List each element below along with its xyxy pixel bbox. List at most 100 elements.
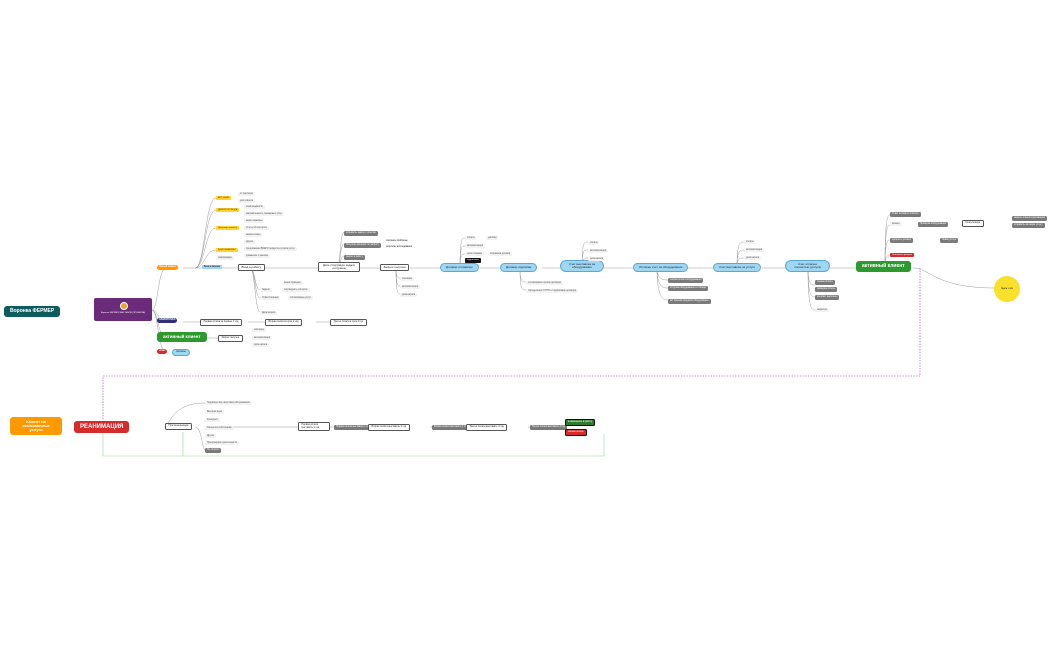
request2-item-1: автоматизация [252, 336, 273, 341]
active-sub-0: закрыть клиента (архивация) [1012, 216, 1048, 221]
contract-right-0: договор [486, 236, 499, 241]
reason-item-1: Высокая цена [205, 410, 224, 415]
tag-purpose: АГРОНОМ [216, 196, 231, 201]
active-client-node[interactable]: активный клиент [856, 261, 911, 272]
request-received-2-node[interactable]: Запрос получен [218, 335, 243, 342]
paid-item-1: отгрузка оборудования со склада [668, 286, 708, 291]
request-item-1: автоматизация [400, 285, 421, 290]
contract-item-0: оплата [465, 236, 477, 241]
active-item-6: Плановая проверка [890, 253, 915, 258]
entered-node[interactable]: Вход в работу [238, 264, 265, 272]
third-reanim-node[interactable]: Третья оплата выставить 3 год [466, 424, 508, 431]
contract-right-1: отправлен договор [488, 252, 513, 257]
refusal-note-node[interactable]: причины [172, 349, 190, 356]
active-item-4: продлить договор [890, 238, 914, 243]
reason-item-6: Не оплатил [205, 448, 222, 453]
start-sub-0: описание проблемы [386, 240, 408, 242]
invoice-item-1: автоматизация [588, 249, 609, 254]
service-item-2: дата начала [744, 256, 762, 261]
contract-item-1: автоматизация [465, 244, 486, 249]
full-item-3: закрытие [815, 308, 829, 313]
full-item-2: контракт выполнен [815, 295, 840, 300]
new-client-node[interactable]: Новый клиент [157, 265, 178, 270]
entered-item-1: Ответственный [260, 296, 281, 301]
start-item-1: Получено решение по запросу [344, 243, 381, 248]
reason-item-5: Прекращение деятельности [205, 441, 240, 446]
client-title[interactable]: Клиент на оказываемые услуги [10, 417, 62, 435]
invoice-item-0: оплата [588, 241, 600, 246]
paid-item-2: акт приема-передачи оборудования [668, 299, 711, 304]
request-received-node[interactable]: Запрос получен [380, 264, 410, 272]
second-reanim-node[interactable]: Вторая оплата выставить 2 год [368, 424, 410, 431]
funnel-title[interactable]: Воронка ФЕРМЕР [4, 306, 61, 317]
contract-signed-node[interactable]: Договор подписан [500, 263, 538, 272]
active-item-5: Новая услуга [940, 238, 959, 243]
logo-icon [120, 302, 128, 310]
active-item-1: Ремонт [890, 222, 902, 227]
service-item-0: оплата [744, 240, 756, 245]
invoice-item-2: дата начала [588, 257, 606, 262]
logo-node[interactable]: Воронка ФЕРМЕРСКАЯ ЗЕМЛЯ (ПРОВЕРКА) [94, 298, 152, 321]
paid-item-0: полная оплата оборудования [668, 278, 704, 283]
reason-item-3: Сменился собственник [205, 426, 234, 431]
entered-sub-1: подтвердить согласие [282, 288, 310, 293]
active-item-2: Проверка оборудования [918, 222, 949, 227]
entry-node[interactable]: Вход в воронку [202, 265, 223, 270]
active-item-0: Ответ на запрос клиента [890, 212, 921, 217]
left1-item-1: для клиента [238, 199, 256, 204]
request2-item-0: описание [252, 328, 267, 333]
request-item-0: описание [400, 277, 415, 282]
left3-item-0: отчеты об контроле [244, 226, 269, 231]
active-client-2-node[interactable]: активный клиент [157, 332, 207, 343]
signed-item-1: определение ОТПТС и подписание договора [526, 289, 579, 294]
contract-sent-node[interactable]: Договор отправлен [440, 263, 479, 272]
contract-item-2: дата отправки [465, 252, 485, 257]
entered-item-2: Дата начала [260, 311, 278, 316]
invoice-paid-node[interactable]: Оплачен счет за оборудование [633, 263, 689, 272]
left2-item-1: направленность примерных услуг [244, 212, 285, 217]
refusal-node[interactable]: отказ [157, 349, 168, 354]
left2-item-0: зона видимости [244, 205, 265, 210]
left3-item-1: каналы связи [244, 233, 263, 238]
reanimation-done-node[interactable]: возвращение в работу [565, 419, 596, 426]
left2-item-2: какие заказаны [244, 219, 265, 224]
entered-sub-0: акция проверки [282, 281, 303, 286]
reanimation-lost-node[interactable]: полная потеря [565, 429, 587, 436]
signed-item-0: согласование сроков договора [526, 281, 563, 286]
left3-item-2: другое [244, 240, 256, 245]
reason-item-0: Недовольство качеством обслуживания [205, 401, 252, 406]
tag-alternative: АЛЬТЕРНАТИВЫ [216, 248, 238, 253]
start-task-node[interactable]: Дать стартовую задачу получена [318, 262, 360, 273]
second-reanim-tag: Вторая оплата выставить 2 год [432, 425, 470, 430]
third-payment-node[interactable]: Третья оплата в срок 3 год [330, 319, 367, 326]
left1-item-0: от партнера [238, 192, 255, 197]
invoice-issued-node[interactable]: Счет выставлен за оборудование [560, 260, 604, 272]
reason-item-2: Конкурент [205, 418, 220, 423]
first-payment-node[interactable]: Первая оплата за первые 1 год [200, 319, 242, 326]
third-reanim-tag: Третья оплата выставить 3 год [530, 425, 567, 430]
tag-direction: ДИРЕКТОРОВОДА [216, 208, 240, 213]
full-item-0: полная оплата [815, 280, 835, 285]
request2-item-2: дата начала [252, 343, 270, 348]
left4-item-1: сравнение с рынком [244, 254, 270, 259]
logo-caption: Воронка ФЕРМЕРСКАЯ ЗЕМЛЯ (ПРОВЕРКА) [100, 312, 146, 314]
second-payment-node[interactable]: Вторая оплата в срок 2 год [265, 319, 302, 326]
service-item-1: автоматизация [744, 248, 765, 253]
request-item-2: дата начала [400, 293, 418, 298]
entered-item-0: Задачи [260, 288, 272, 293]
reason-item-4: Другое [205, 434, 217, 439]
reasons-out-node[interactable]: Причина выхода [165, 423, 193, 430]
active-sub-1: отправить на новую услугу [1012, 223, 1045, 228]
left4-item-0: предложение ВСЕГО продукта и список услу… [244, 247, 297, 252]
first-reanim-node[interactable]: Первая оплата выставить 1 год [298, 422, 330, 432]
active-item-3: Консультация [962, 220, 984, 227]
target-circle[interactable]: Цель: к из [994, 276, 1020, 302]
start-item-2: запрос в работу [344, 255, 366, 260]
reanimation-node[interactable]: РЕАНИМАЦИЯ [74, 421, 130, 433]
freeze-node[interactable]: ЗАМОРОЗКА [157, 318, 178, 323]
tag-problem: Проблема клиента [216, 226, 240, 231]
service-invoice-node[interactable]: Счет выставлен за услуги [713, 263, 762, 272]
entered-sub-2: согласование услуг [288, 296, 313, 301]
paid-full-node[interactable]: Счет оплачен полностью (услуга) [785, 260, 830, 272]
